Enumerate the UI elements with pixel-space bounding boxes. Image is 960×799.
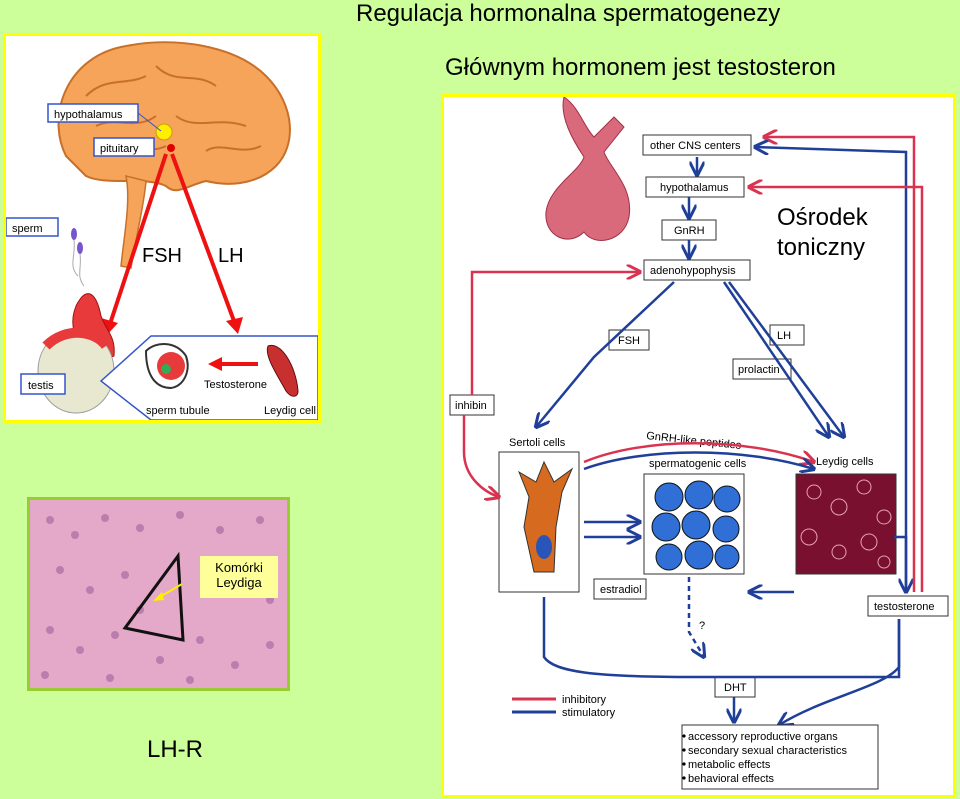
testis-label: testis — [28, 380, 54, 392]
fsh-label: FSH — [142, 245, 182, 267]
lh-label: LH — [218, 245, 244, 267]
sertoli-cell-illustration — [498, 451, 580, 593]
spermatogenic-label: spermatogenic cells — [649, 458, 747, 470]
fsh-box: FSH — [618, 335, 640, 347]
sperm-tubule-illustration — [144, 343, 189, 390]
tissue-texture — [41, 511, 274, 684]
brain-testis-diagram: hypothalamus pituitary sperm FSH LH test… — [3, 33, 321, 423]
lh-box: LH — [777, 330, 791, 342]
other-cns-box: other CNS centers — [650, 140, 741, 152]
gnrh-like-label: GnRH-like peptides — [646, 430, 743, 452]
dht-box: DHT — [724, 682, 747, 694]
prolactin-box: prolactin — [738, 364, 780, 376]
osrodek-line1: Ośrodek — [777, 204, 868, 231]
lh-r-label: LH-R — [147, 736, 204, 763]
legend-inhibitory: inhibitory — [562, 694, 607, 706]
estradiol-box: estradiol — [600, 584, 642, 596]
regulation-diagram: other CNS centers hypothalamus GnRH aden… — [441, 94, 956, 798]
effect-item-4: behavioral effects — [688, 773, 775, 785]
callout-line2: Leydiga — [216, 575, 262, 590]
sertoli-label: Sertoli cells — [509, 437, 566, 449]
inhibin-box: inhibin — [455, 400, 487, 412]
question-label: ? — [699, 620, 705, 632]
callout-line1: Komórki — [215, 560, 263, 575]
page-title: Regulacja hormonalna spermatogenezy — [356, 0, 781, 27]
page-subtitle: Głównym hormonem jest testosteron — [445, 54, 836, 81]
legend-stimulatory: stimulatory — [562, 707, 616, 719]
pituitary-label: pituitary — [100, 143, 139, 155]
osrodek-line2: toniczny — [777, 234, 866, 261]
effect-item-2: secondary sexual characteristics — [688, 745, 847, 757]
hypothalamus-box: hypothalamus — [660, 182, 729, 194]
leydig-cell-illustration — [266, 344, 299, 397]
leydig-cell-label: Leydig cell — [264, 405, 316, 417]
legend: inhibitory stimulatory — [512, 694, 616, 719]
effect-item-1: accessory reproductive organs — [688, 731, 838, 743]
leydig-cells-illustration — [795, 473, 897, 575]
testis-illustration — [37, 293, 115, 414]
testosterone-label: Testosterone — [204, 379, 267, 391]
gnrh-box: GnRH — [674, 225, 705, 237]
sperm-label: sperm — [12, 223, 43, 235]
sperm-tubule-label: sperm tubule — [146, 405, 210, 417]
sperm-illustration — [71, 228, 85, 287]
adenohypophysis-box: adenohypophysis — [650, 265, 736, 277]
hypothalamus-label: hypothalamus — [54, 109, 123, 121]
leydig-callout: Komórki Leydiga — [200, 556, 278, 598]
spermatogenic-cells-illustration — [643, 473, 745, 575]
pituitary-illustration — [545, 97, 631, 241]
osrodek-toniczny-label: Ośrodek toniczny — [777, 203, 868, 263]
testosterone-box: testosterone — [874, 601, 935, 613]
leydig-label: Leydig cells — [816, 456, 874, 468]
effect-item-3: metabolic effects — [688, 759, 771, 771]
